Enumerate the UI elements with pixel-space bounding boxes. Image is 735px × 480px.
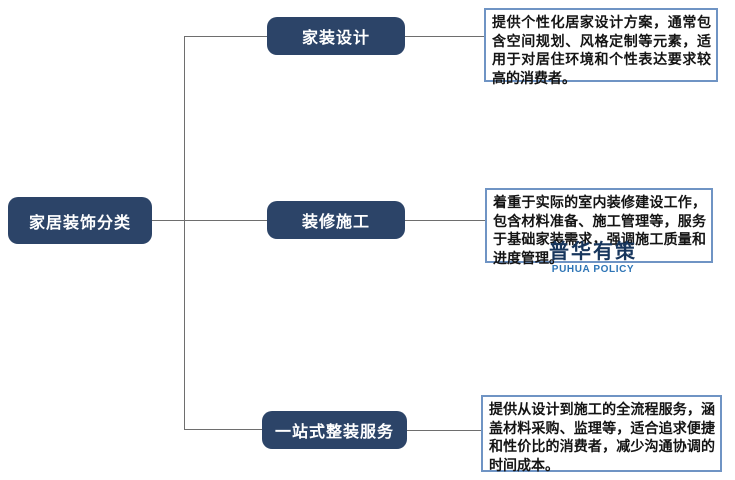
description-box-one-stop-service: 提供从设计到施工的全流程服务，涵盖材料采购、监理等，适合追求便捷和性价比的消费者… bbox=[481, 395, 722, 473]
branch-node-label: 装修施工 bbox=[301, 214, 370, 231]
connector-trunk-to-branch-1 bbox=[184, 36, 267, 37]
branch-node-label: 一站式整装服务 bbox=[274, 424, 394, 441]
root-node-label: 家居装饰分类 bbox=[28, 214, 131, 232]
connector-trunk-vertical bbox=[184, 36, 185, 429]
description-text: 着重于实际的室内装修建设工作，包含材料准备、施工管理等，服务于基础家装需求，强调… bbox=[493, 194, 706, 266]
connector-root-to-trunk bbox=[152, 220, 267, 221]
connector-branch-1-to-desc bbox=[405, 36, 484, 37]
connector-branch-2-to-desc bbox=[405, 220, 485, 221]
connector-branch-3-to-desc bbox=[407, 430, 481, 431]
description-box-home-design: 提供个性化居家设计方案，通常包含空间规划、风格定制等元素，适用于对居住环境和个性… bbox=[484, 8, 718, 86]
branch-node-one-stop-service: 一站式整装服务 bbox=[262, 411, 407, 449]
branch-node-label: 家装设计 bbox=[301, 30, 370, 47]
branch-node-renovation-construction: 装修施工 bbox=[267, 201, 405, 239]
description-box-renovation-construction: 着重于实际的室内装修建设工作，包含材料准备、施工管理等，服务于基础家装需求，强调… bbox=[485, 188, 713, 266]
watermark-english-text: PUHUA POLICY bbox=[551, 264, 635, 275]
branch-node-home-design: 家装设计 bbox=[267, 17, 405, 55]
root-node-home-decoration-classification: 家居装饰分类 bbox=[8, 197, 152, 244]
connector-trunk-to-branch-3 bbox=[184, 429, 267, 430]
description-text: 提供个性化居家设计方案，通常包含空间规划、风格定制等元素，适用于对居住环境和个性… bbox=[492, 14, 711, 86]
description-text: 提供从设计到施工的全流程服务，涵盖材料采购、监理等，适合追求便捷和性价比的消费者… bbox=[489, 401, 715, 473]
